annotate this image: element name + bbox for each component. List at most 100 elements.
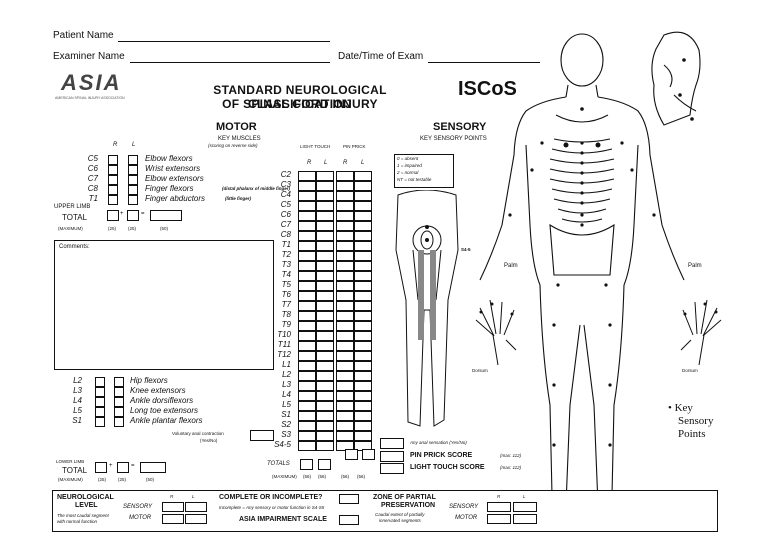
any-anal-box[interactable] <box>380 438 404 449</box>
sensory-score-cell[interactable] <box>298 421 316 431</box>
upper-total-sum[interactable] <box>150 210 182 221</box>
sensory-score-cell[interactable] <box>336 231 354 241</box>
sensory-score-cell[interactable] <box>336 171 354 181</box>
sensory-score-cell[interactable] <box>336 391 354 401</box>
sensory-score-cell[interactable] <box>316 411 334 421</box>
upper-motor-l-box[interactable] <box>128 195 138 205</box>
sensory-score-cell[interactable] <box>316 381 334 391</box>
sensory-score-cell[interactable] <box>354 261 372 271</box>
sensory-score-cell[interactable] <box>298 241 316 251</box>
sensory-score-cell[interactable] <box>354 361 372 371</box>
zone-motor-r[interactable] <box>487 514 511 524</box>
lower-total-sum[interactable] <box>140 462 166 473</box>
totals-pp-r[interactable] <box>345 449 358 460</box>
sensory-score-cell[interactable] <box>354 421 372 431</box>
sensory-score-cell[interactable] <box>354 281 372 291</box>
sensory-score-cell[interactable] <box>336 281 354 291</box>
sensory-score-cell[interactable] <box>316 341 334 351</box>
asia-scale-box[interactable] <box>339 515 359 525</box>
sensory-score-cell[interactable] <box>316 181 334 191</box>
upper-motor-l-box[interactable] <box>128 185 138 195</box>
lower-motor-l-box[interactable] <box>114 397 124 407</box>
sensory-score-cell[interactable] <box>336 401 354 411</box>
sensory-score-cell[interactable] <box>354 191 372 201</box>
upper-motor-l-box[interactable] <box>128 165 138 175</box>
zone-sensory-l[interactable] <box>513 502 537 512</box>
upper-motor-l-box[interactable] <box>128 175 138 185</box>
sensory-score-cell[interactable] <box>354 221 372 231</box>
sensory-score-cell[interactable] <box>316 331 334 341</box>
sensory-score-cell[interactable] <box>316 371 334 381</box>
sensory-score-cell[interactable] <box>298 231 316 241</box>
sensory-score-cell[interactable] <box>316 251 334 261</box>
lower-total-l[interactable] <box>117 462 129 473</box>
patient-name-field[interactable] <box>118 41 330 42</box>
sensory-score-cell[interactable] <box>354 381 372 391</box>
sensory-score-cell[interactable] <box>316 311 334 321</box>
sensory-score-cell[interactable] <box>336 261 354 271</box>
upper-motor-l-box[interactable] <box>128 155 138 165</box>
upper-motor-r-box[interactable] <box>108 185 118 195</box>
sensory-score-cell[interactable] <box>298 311 316 321</box>
upper-motor-r-box[interactable] <box>108 175 118 185</box>
sensory-score-cell[interactable] <box>336 181 354 191</box>
sensory-score-cell[interactable] <box>354 351 372 361</box>
sensory-score-cell[interactable] <box>336 301 354 311</box>
light-touch-score-box[interactable] <box>380 463 404 474</box>
examiner-name-field[interactable] <box>130 62 330 63</box>
lower-motor-l-box[interactable] <box>114 377 124 387</box>
sensory-score-cell[interactable] <box>316 391 334 401</box>
sensory-score-cell[interactable] <box>298 341 316 351</box>
lower-motor-r-box[interactable] <box>95 397 105 407</box>
sensory-score-cell[interactable] <box>298 361 316 371</box>
comments-box[interactable]: Comments: <box>54 240 274 370</box>
sensory-score-cell[interactable] <box>336 211 354 221</box>
sensory-score-cell[interactable] <box>354 371 372 381</box>
sensory-score-cell[interactable] <box>336 351 354 361</box>
sensory-score-cell[interactable] <box>298 351 316 361</box>
sensory-score-cell[interactable] <box>354 251 372 261</box>
sensory-score-cell[interactable] <box>316 421 334 431</box>
sensory-score-cell[interactable] <box>298 371 316 381</box>
sensory-score-cell[interactable] <box>354 331 372 341</box>
sensory-score-cell[interactable] <box>316 321 334 331</box>
sensory-score-cell[interactable] <box>316 281 334 291</box>
sensory-score-cell[interactable] <box>336 431 354 441</box>
sensory-score-cell[interactable] <box>354 241 372 251</box>
sensory-score-cell[interactable] <box>354 181 372 191</box>
lower-motor-l-box[interactable] <box>114 387 124 397</box>
sensory-score-cell[interactable] <box>354 171 372 181</box>
sensory-score-cell[interactable] <box>354 291 372 301</box>
zone-sensory-r[interactable] <box>487 502 511 512</box>
sensory-score-cell[interactable] <box>298 271 316 281</box>
neuro-motor-l[interactable] <box>185 514 207 524</box>
sensory-score-cell[interactable] <box>354 431 372 441</box>
sensory-score-cell[interactable] <box>316 241 334 251</box>
neuro-sensory-l[interactable] <box>185 502 207 512</box>
sensory-score-cell[interactable] <box>336 271 354 281</box>
sensory-score-cell[interactable] <box>354 411 372 421</box>
sensory-score-cell[interactable] <box>298 431 316 441</box>
upper-motor-r-box[interactable] <box>108 195 118 205</box>
sensory-score-cell[interactable] <box>298 301 316 311</box>
upper-motor-r-box[interactable] <box>108 155 118 165</box>
totals-lt-l[interactable] <box>318 459 331 470</box>
sensory-score-cell[interactable] <box>354 311 372 321</box>
upper-total-l[interactable] <box>127 210 139 221</box>
sensory-score-cell[interactable] <box>354 201 372 211</box>
sensory-score-cell[interactable] <box>316 221 334 231</box>
sensory-score-cell[interactable] <box>336 331 354 341</box>
sensory-score-cell[interactable] <box>298 441 316 451</box>
datetime-field[interactable] <box>428 62 540 63</box>
sensory-score-cell[interactable] <box>298 331 316 341</box>
sensory-score-cell[interactable] <box>316 401 334 411</box>
sensory-score-cell[interactable] <box>336 251 354 261</box>
sensory-score-cell[interactable] <box>316 211 334 221</box>
lower-total-r[interactable] <box>95 462 107 473</box>
sensory-score-cell[interactable] <box>336 291 354 301</box>
sensory-score-cell[interactable] <box>298 321 316 331</box>
sensory-score-cell[interactable] <box>316 191 334 201</box>
sensory-score-cell[interactable] <box>354 401 372 411</box>
sensory-score-cell[interactable] <box>298 201 316 211</box>
sensory-score-cell[interactable] <box>298 191 316 201</box>
